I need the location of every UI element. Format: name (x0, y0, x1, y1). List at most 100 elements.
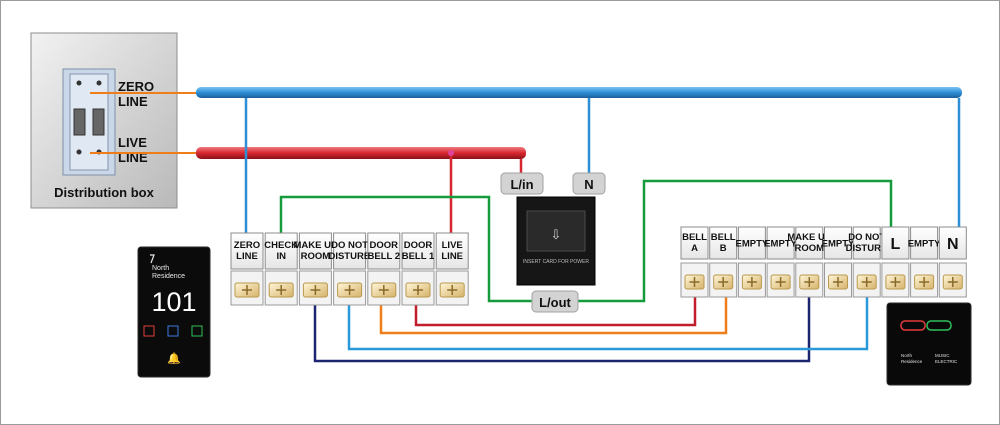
screw-slot-icon (447, 285, 458, 295)
insert-card-icon: ⇩ (551, 227, 562, 242)
terminal-label-text: BELL 1 (402, 251, 435, 262)
terminal-label-text: EMPTY (822, 239, 855, 250)
terminal-label-plate (709, 226, 738, 260)
switch-tag-lin: L/in (500, 172, 544, 195)
right-terminal-8: L (881, 226, 910, 298)
breaker-toggle (73, 108, 86, 136)
terminal-label-plate (766, 226, 795, 260)
terminal-label-text: CHECK (264, 240, 298, 251)
doorbell-2-wire (379, 287, 728, 335)
makeup-room-wire (313, 287, 811, 363)
terminal-label-plate (298, 232, 332, 270)
terminal-label-plate (333, 232, 367, 270)
terminal-label-plate (795, 226, 824, 260)
switch-tag-n: N (572, 172, 606, 195)
room-doorplate: North Residence 101 🔔 (137, 246, 211, 378)
screw-slot-icon (276, 285, 287, 295)
terminal-label-plate (881, 226, 910, 260)
panel-status-1: MUSIC (935, 353, 950, 358)
panel-status-2: ELECTRIC (935, 359, 958, 364)
terminal-label-text: IN (276, 251, 286, 262)
card-power-switch: ⇩ INSERT CARD FOR POWER (516, 196, 596, 286)
terminal-label-plate (230, 232, 264, 270)
terminal-label-text: ROOM (795, 243, 825, 254)
svg-text:N: N (584, 177, 593, 192)
terminal-label-plate (367, 232, 401, 270)
card-switch-caption: INSERT CARD FOR POWER (523, 259, 589, 265)
screw-slot-icon (804, 277, 815, 287)
right-terminal-6: EMPTY (822, 226, 855, 298)
terminal-label-text: DO NOT (331, 240, 368, 251)
terminal-label-plate (401, 232, 435, 270)
terminal-label-text: A (691, 243, 698, 254)
makeup-indicator-icon (167, 325, 179, 337)
terminal-label-text: BELL 2 (368, 251, 401, 262)
screw-slot-icon (242, 285, 252, 295)
doorplate-brand-2: Residence (152, 273, 185, 280)
terminal-label-plate (938, 226, 967, 260)
doorbell-1-wire (414, 287, 697, 327)
live-line-bus (196, 147, 526, 159)
service-indicator-icon (191, 325, 203, 337)
terminal-label-plate (680, 226, 709, 260)
breaker-screw (76, 149, 82, 155)
terminal-label-plate (737, 226, 766, 260)
terminal-label-text: N (947, 236, 959, 253)
breaker-screw (96, 80, 102, 86)
terminal-label-text: DISTURB (328, 251, 370, 262)
terminal-label-text: DO NOT (848, 232, 885, 243)
terminal-label-text: LIVE (442, 240, 463, 251)
terminal-label-text: BELL (711, 232, 736, 243)
screw-slot-icon (947, 277, 958, 287)
distribution-box: ZERO LINE LIVE LINE Distribution box (30, 32, 178, 209)
breaker-toggle (92, 108, 105, 136)
screw-slot-icon (746, 277, 757, 287)
terminal-label-text: L (891, 236, 901, 253)
breaker-screw (76, 80, 82, 86)
screw-slot-icon (413, 285, 423, 295)
screw-slot-icon (919, 277, 930, 287)
terminal-label-text: B (720, 243, 727, 254)
right-terminal-4: EMPTY (764, 226, 798, 298)
live-line-label-1: LIVE (118, 135, 147, 150)
dnd-indicator-icon (143, 325, 155, 337)
terminal-label-plate (824, 226, 852, 260)
terminal-label-text: MAKE UP (787, 232, 831, 243)
screw-slot-icon (775, 277, 786, 287)
doorplate-brand-1: North (152, 265, 169, 272)
screw-slot-icon (861, 277, 872, 287)
distribution-box-title: Distribution box (54, 185, 154, 200)
terminal-label-text: EMPTY (764, 239, 797, 250)
terminal-label-text: DISTURB (846, 243, 888, 254)
room-number: 101 (151, 287, 196, 317)
terminal-label-text: EMPTY (908, 239, 941, 250)
screw-slot-icon (378, 285, 389, 295)
terminal-label-text: LINE (236, 251, 258, 262)
screw-slot-icon (833, 277, 843, 287)
right-terminal-9: EMPTY (908, 226, 941, 298)
doorbell-panel: North Residence MUSIC ELECTRIC (886, 302, 972, 386)
svg-text:L/out: L/out (539, 295, 571, 310)
switch-tag-lout: L/out (531, 290, 579, 313)
terminal-label-text: ROOM (301, 251, 331, 262)
zero-line-label-2: LINE (118, 94, 148, 109)
panel-brand-1: North (901, 353, 913, 358)
live-junction-dot (448, 150, 454, 156)
screw-slot-icon (689, 277, 700, 287)
screw-slot-icon (310, 285, 321, 295)
right-terminal-3: EMPTY (736, 226, 769, 298)
right-terminal-10: N (938, 226, 967, 298)
terminal-label-text: ZERO (234, 240, 260, 251)
terminal-label-plate (852, 226, 881, 260)
